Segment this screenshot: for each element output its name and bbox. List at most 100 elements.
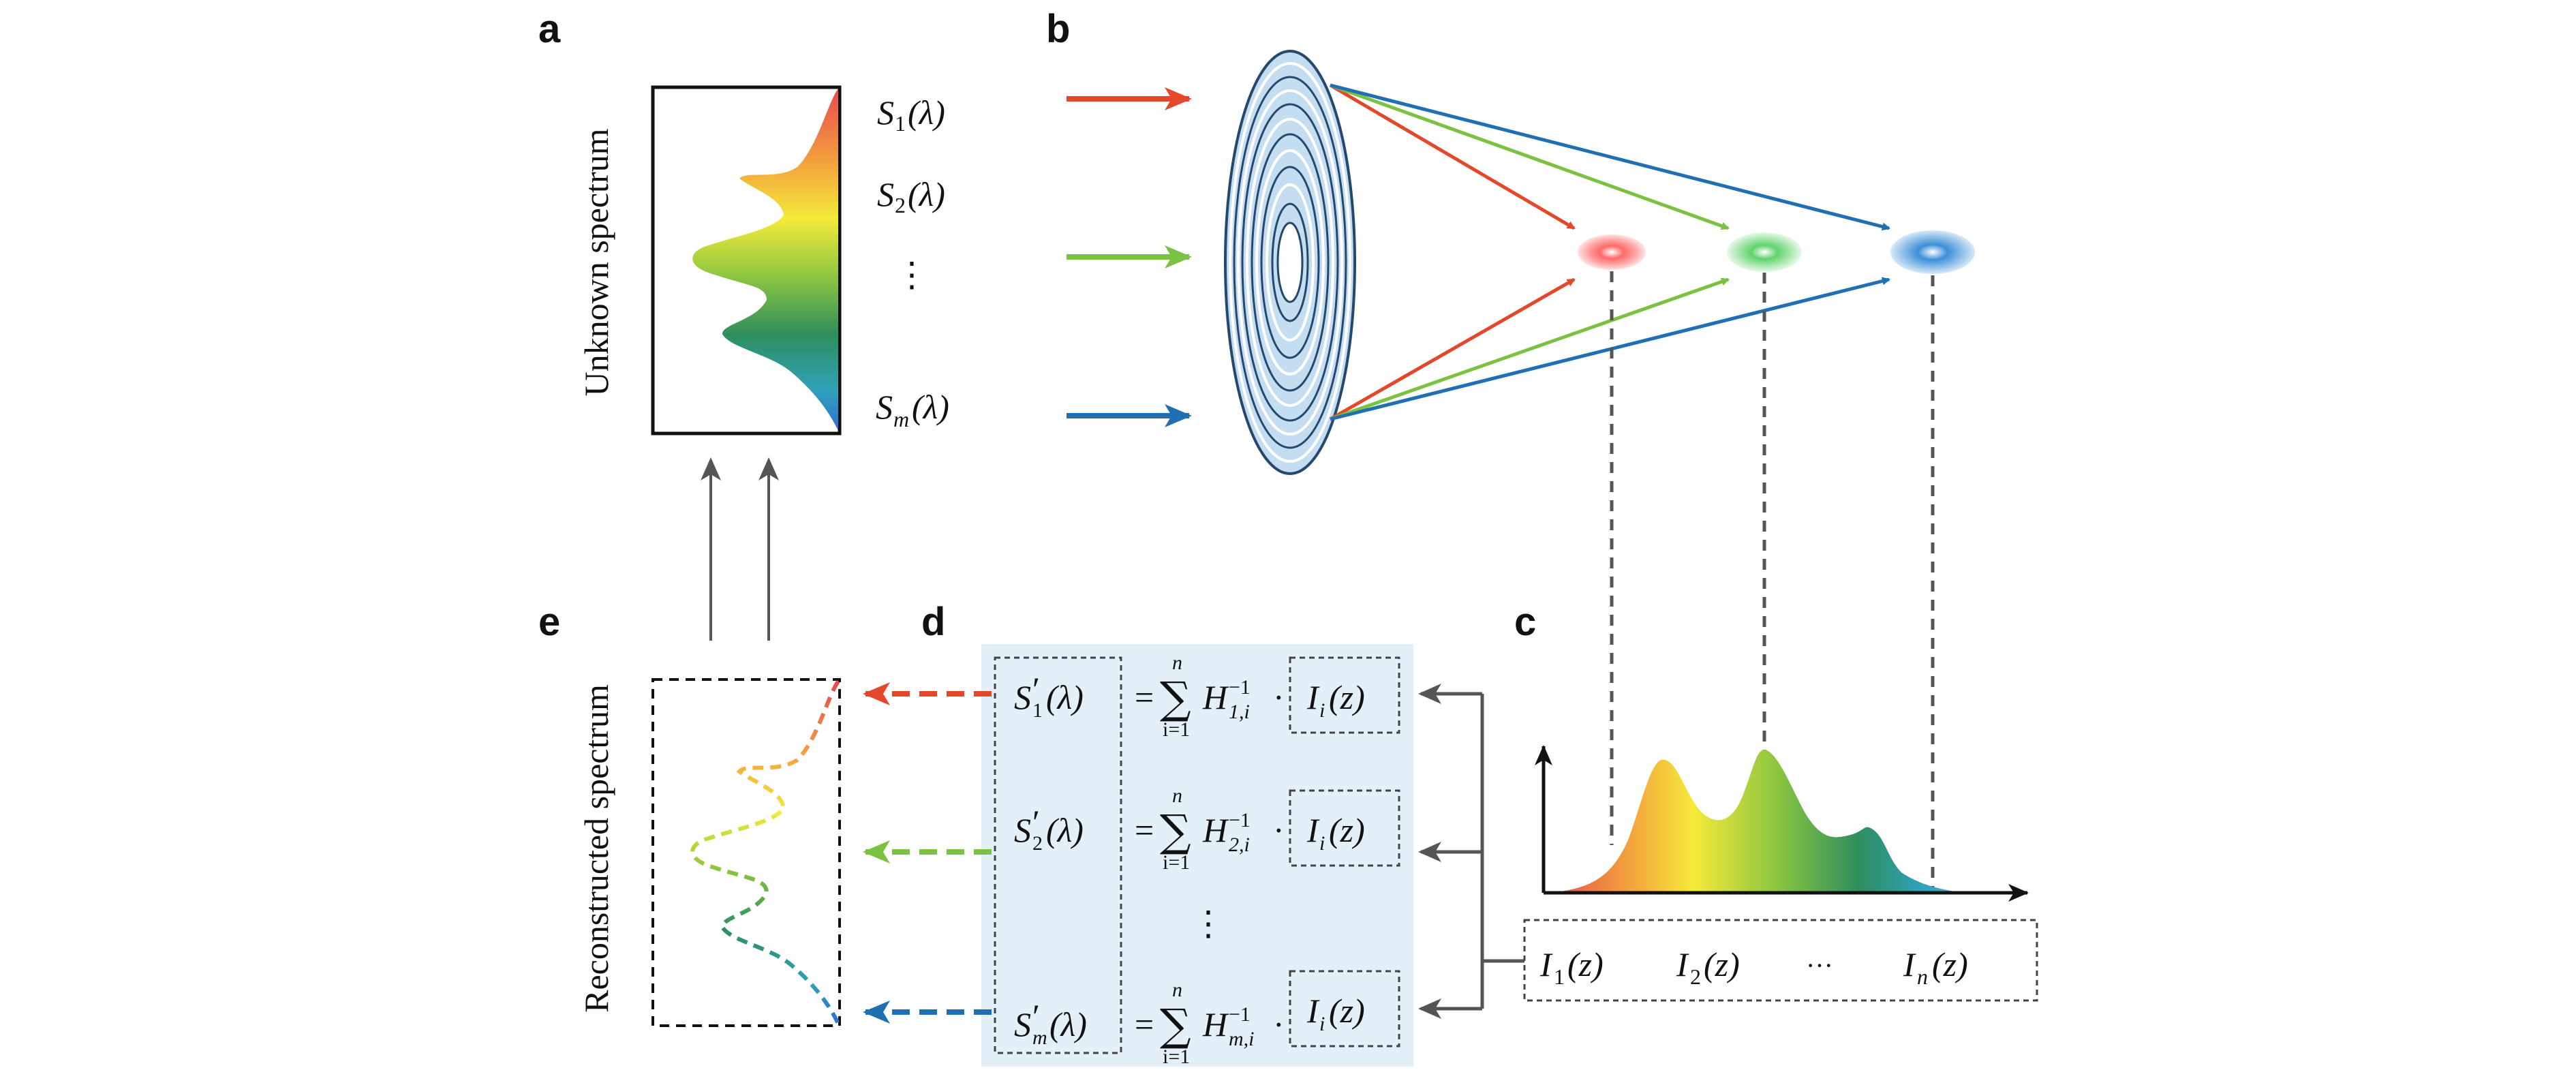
rowm-lhs-sub: m (1032, 1026, 1047, 1049)
rowm-rhs-sub: i (1319, 1013, 1325, 1035)
row1-rhs-tail: (z) (1329, 678, 1365, 716)
rowm-sum-bot: i=1 (1163, 1045, 1190, 1068)
ray-bottom-red (1329, 277, 1576, 421)
ray-bottom-blue (1330, 277, 1890, 421)
panel-letter-a: a (538, 7, 561, 51)
zone-plate-lens (1224, 50, 1356, 475)
row2-h-sup: −1 (1229, 809, 1251, 831)
ray-top-blue (1330, 83, 1890, 231)
rowm-h-sup: −1 (1229, 1003, 1251, 1026)
sm-tail: (λ) (912, 388, 949, 426)
row1-lhs-symbol: S (1014, 678, 1031, 716)
rowm-h: H (1202, 1005, 1229, 1043)
focal-spot-green (1727, 232, 1802, 272)
rowm-lhs-symbol: S (1014, 1005, 1031, 1043)
row2-h: H (1202, 811, 1229, 849)
unknown-spectrum-box (651, 85, 842, 435)
unknown-spectrum-curve (692, 89, 838, 431)
intensity-profile-curve (1548, 750, 1963, 893)
unknown-spectrum-label: Unknown spectrum (577, 128, 615, 396)
panel-letter-b: b (1046, 7, 1070, 51)
row1-h-sub: 1,i (1229, 701, 1250, 723)
row1-sigma: ∑ (1160, 673, 1191, 724)
ray-top-red (1329, 83, 1576, 230)
equation-vdots: ⋮ (1191, 904, 1225, 943)
rowm-lhs-prime: ′ (1032, 997, 1040, 1035)
panel-e: Reconstructed spectrum (577, 678, 841, 1027)
i-ellipsis: ··· (1806, 950, 1833, 981)
i1-symbol: I (1539, 945, 1553, 983)
panel-letter-d: d (921, 600, 945, 644)
lhs-box (994, 656, 1122, 1054)
panel-letter-e: e (538, 600, 560, 644)
s1-symbol: S (877, 93, 894, 132)
in-tail: (z) (1932, 945, 1968, 983)
rowm-lhs-tail: (λ) (1049, 1005, 1087, 1043)
row1-dot: · (1273, 678, 1285, 716)
ray-bottom-green (1330, 277, 1730, 421)
reconstructed-spectrum-label: Reconstructed spectrum (577, 684, 615, 1013)
panel-d: S ′ 1 (λ) = n ∑ i=1 H −1 1,i · I i (z) S… (981, 644, 1413, 1068)
ray-top-green (1330, 83, 1730, 230)
in-sub: n (1917, 964, 1928, 989)
i2-sub: 2 (1690, 964, 1701, 989)
row1-equals: = (1135, 678, 1154, 716)
row2-lhs-sub: 2 (1032, 832, 1043, 855)
rowm-sigma: ∑ (1160, 1000, 1191, 1051)
row1-rhs-sub: i (1319, 699, 1325, 722)
i1-sub: 1 (1554, 964, 1565, 989)
row1-sum-bot: i=1 (1163, 718, 1190, 741)
row1-lhs-sub: 1 (1032, 699, 1043, 722)
rowm-rhs-symbol: I (1306, 992, 1320, 1030)
panel-letter-c: c (1514, 600, 1536, 644)
row2-sum-top: n (1172, 784, 1182, 807)
focal-spot-red (1578, 234, 1646, 270)
i2-symbol: I (1676, 945, 1689, 983)
in-symbol: I (1903, 945, 1916, 983)
row2-h-sub: 2,i (1229, 834, 1250, 856)
rowm-rhs-box (1289, 970, 1400, 1048)
sm-sub: m (893, 407, 909, 431)
row2-rhs-sub: i (1319, 832, 1325, 855)
row1-sum-top: n (1172, 652, 1182, 674)
row2-sigma: ∑ (1160, 806, 1191, 857)
equation-row-m: S ′ m (λ) = n ∑ i=1 H −1 m,i · I i (z) (1014, 970, 1400, 1068)
panel-b (1067, 50, 1975, 889)
row2-sum-bot: i=1 (1163, 851, 1190, 874)
reconstructed-spectrum-curve (690, 680, 840, 1025)
sm-symbol: S (876, 388, 893, 426)
rowm-sum-top: n (1172, 979, 1182, 1001)
rowm-dot: · (1273, 1005, 1285, 1043)
i2-tail: (z) (1704, 945, 1740, 983)
row2-dot: · (1273, 811, 1285, 849)
row2-rhs-tail: (z) (1329, 811, 1365, 849)
row2-rhs-symbol: I (1306, 811, 1320, 849)
row1-rhs-box (1289, 656, 1400, 734)
row1-h-sup: −1 (1229, 676, 1251, 699)
panel-a: Unknown spectrum S 1 (λ) S 2 (λ) ⋮ S m (… (577, 85, 949, 435)
s2-tail: (λ) (908, 175, 945, 213)
row2-lhs-tail: (λ) (1046, 811, 1084, 849)
reconstructed-spectrum-box (651, 678, 841, 1027)
row1-lhs-tail: (λ) (1046, 678, 1084, 716)
equation-row-2: S ′ 2 (λ) = n ∑ i=1 H −1 2,i · I i (z) (1014, 784, 1400, 874)
row1-rhs-symbol: I (1306, 678, 1320, 716)
panel-d-background (981, 644, 1413, 1067)
rowm-equals: = (1135, 1005, 1154, 1043)
row1-h: H (1202, 678, 1229, 716)
i1-tail: (z) (1567, 945, 1604, 983)
equation-row-1: S ′ 1 (λ) = n ∑ i=1 H −1 1,i · I i (z) (1014, 652, 1400, 741)
row2-lhs-prime: ′ (1032, 803, 1040, 841)
row2-lhs-symbol: S (1014, 811, 1031, 849)
s1-tail: (λ) (908, 93, 945, 132)
row2-equals: = (1135, 811, 1154, 849)
rowm-h-sub: m,i (1229, 1028, 1255, 1050)
s1-sub: 1 (895, 111, 906, 136)
focal-spot-blue (1890, 230, 1975, 274)
rowm-rhs-tail: (z) (1329, 992, 1365, 1030)
row2-rhs-box (1289, 789, 1400, 867)
s-vdots: ⋮ (895, 256, 929, 294)
s2-symbol: S (877, 175, 894, 213)
